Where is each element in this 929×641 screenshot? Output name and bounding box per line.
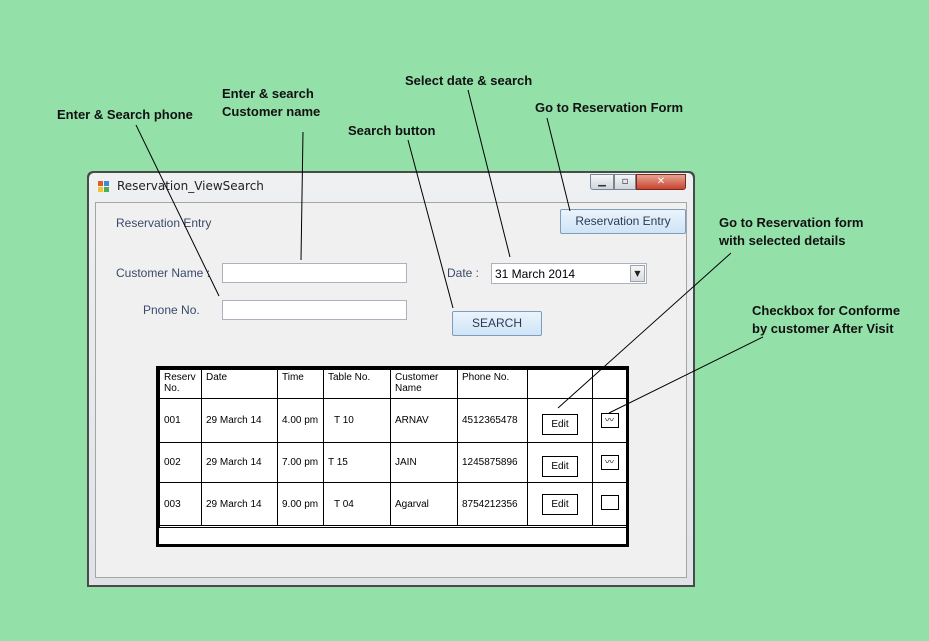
- search-button[interactable]: SEARCH: [452, 311, 542, 336]
- header-date: Date: [201, 369, 278, 399]
- annotation-checkbox-line1: Checkbox for Conforme: [752, 303, 901, 318]
- callout-line-search: [407, 139, 454, 309]
- annotation-checkbox-line2: by customer After Visit: [752, 321, 894, 336]
- edit-button[interactable]: Edit: [542, 456, 578, 477]
- form-client-area: Reservation Entry Reservation Entry Cust…: [95, 202, 687, 578]
- header-reserv-no: Reserv No.: [159, 369, 202, 399]
- annotation-date: Select date & search: [405, 73, 533, 88]
- annotation-search-button: Search button: [348, 123, 436, 138]
- annotation-edit: Go to Reservation form with selected det…: [719, 214, 863, 250]
- reservation-grid: Reserv No. Date Time Table No. Customer …: [156, 366, 629, 547]
- maximize-button[interactable]: ▫: [614, 174, 636, 190]
- title-bar[interactable]: Reservation_ViewSearch ▁ ▫ ✕: [89, 173, 693, 199]
- callout-line-edit: [557, 252, 732, 409]
- annotation-edit-line2: with selected details: [719, 233, 846, 248]
- table-header-row: Reserv No. Date Time Table No. Customer …: [159, 369, 627, 399]
- table-row[interactable]: 003 29 March 14 9.00 pm T 04 Agarval 875…: [159, 482, 627, 526]
- minimize-button[interactable]: ▁: [590, 174, 614, 190]
- cell-date: 29 March 14: [201, 482, 278, 526]
- annotation-customer: Enter & search Customer name: [222, 85, 320, 121]
- confirm-checkbox[interactable]: 〰: [600, 413, 619, 428]
- annotation-goto-form: Go to Reservation Form: [535, 100, 684, 115]
- annotation-phone: Enter & Search phone: [57, 107, 193, 122]
- annotation-checkbox: Checkbox for Conforme by customer After …: [752, 302, 900, 338]
- customer-name-input[interactable]: [222, 263, 407, 283]
- edit-button[interactable]: Edit: [542, 493, 578, 515]
- date-picker[interactable]: 31 March 2014 ▼: [491, 263, 647, 284]
- phone-input[interactable]: [222, 300, 407, 320]
- annotation-customer-line2: Customer name: [222, 104, 321, 119]
- header-phone-no: Phone No.: [457, 369, 528, 399]
- callout-line-checkbox: [608, 336, 764, 414]
- app-icon: [98, 181, 110, 193]
- confirm-checkbox[interactable]: [600, 495, 619, 510]
- close-button[interactable]: ✕: [636, 174, 686, 190]
- dropdown-arrow-icon[interactable]: ▼: [630, 265, 645, 282]
- minimize-icon: ▁: [598, 176, 606, 187]
- app-window: Reservation_ViewSearch ▁ ▫ ✕ Reservation…: [87, 171, 695, 587]
- cell-time: 4.00 pm: [277, 398, 324, 443]
- header-checkbox: [592, 369, 627, 399]
- cell-phone-no: 1245875896: [457, 442, 528, 483]
- annotation-customer-line1: Enter & search: [222, 86, 314, 101]
- annotation-edit-line1: Go to Reservation form: [719, 215, 864, 230]
- close-icon: ✕: [656, 176, 666, 187]
- customer-name-label: Customer Name :: [116, 266, 211, 280]
- cell-date: 29 March 14: [201, 442, 278, 483]
- cell-checkbox: 〰: [592, 398, 627, 443]
- confirm-checkbox[interactable]: 〰: [600, 455, 619, 470]
- date-value: 31 March 2014: [495, 267, 576, 281]
- date-label: Date :: [447, 266, 480, 280]
- cell-edit: Edit: [527, 398, 593, 443]
- section-label: Reservation Entry: [116, 216, 212, 230]
- cell-customer-name: ARNAV: [390, 398, 458, 443]
- phone-label: Pnone No.: [143, 303, 200, 317]
- callout-line-date: [467, 89, 511, 258]
- table-row-spacer: [159, 525, 627, 528]
- window-frame: Reservation_ViewSearch ▁ ▫ ✕ Reservation…: [89, 173, 693, 585]
- edit-button[interactable]: Edit: [542, 414, 578, 435]
- callout-line-customer: [300, 131, 304, 261]
- reservation-entry-button[interactable]: Reservation Entry: [560, 209, 686, 234]
- maximize-icon: ▫: [621, 176, 629, 187]
- header-customer-name: Customer Name: [390, 369, 458, 399]
- cell-table-no: T 04: [323, 482, 391, 526]
- callout-line-goto-form: [546, 117, 571, 212]
- cell-edit: Edit: [527, 482, 593, 526]
- reservation-table: Reserv No. Date Time Table No. Customer …: [159, 369, 627, 528]
- callout-line-phone: [135, 124, 220, 297]
- window-title: Reservation_ViewSearch: [117, 179, 264, 193]
